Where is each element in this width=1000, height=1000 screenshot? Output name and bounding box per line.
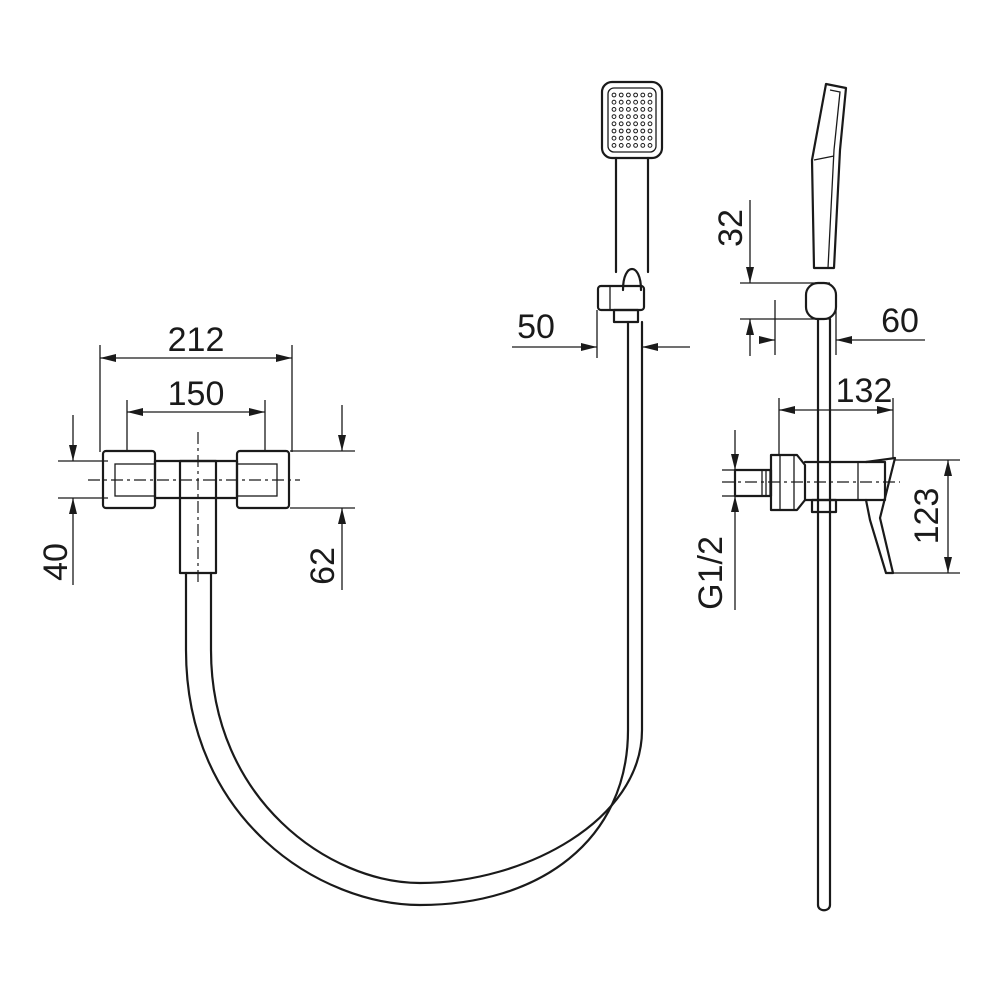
- spray-nozzle: [640, 135, 646, 141]
- dim-height-outlet: 62: [304, 547, 342, 585]
- spray-nozzle: [640, 143, 646, 148]
- dim-mixer-height: 123: [908, 488, 946, 545]
- spray-nozzle: [626, 128, 631, 134]
- dim-holder-height: 32: [712, 209, 750, 247]
- spray-nozzle: [640, 99, 646, 105]
- dimension-lines: [58, 200, 960, 610]
- spray-nozzle: [618, 114, 624, 119]
- handshower-front: [596, 80, 664, 324]
- spray-nozzle: [618, 92, 624, 98]
- spray-nozzle: [640, 128, 646, 134]
- thread-hatch-icon: [761, 470, 771, 496]
- dim-inlet-thread: G1/2: [692, 536, 730, 610]
- spray-nozzle: [647, 135, 653, 141]
- spray-nozzle: [647, 143, 653, 148]
- spray-nozzle: [633, 143, 638, 148]
- spray-nozzle: [640, 121, 646, 127]
- spray-nozzle: [618, 121, 624, 127]
- spray-nozzle: [633, 99, 638, 105]
- spray-nozzle: [647, 121, 653, 127]
- dim-width-overall: 212: [168, 321, 225, 359]
- spray-nozzle: [633, 128, 638, 134]
- spray-nozzle: [611, 107, 617, 112]
- spray-nozzle: [626, 107, 631, 112]
- mixer-front-view: [88, 432, 300, 585]
- spray-nozzle: [626, 135, 631, 141]
- spray-nozzle: [647, 114, 653, 119]
- spray-nozzle: [647, 128, 653, 134]
- spray-nozzle: [618, 99, 624, 105]
- spray-nozzle: [611, 114, 617, 119]
- spray-nozzle: [626, 143, 631, 148]
- spray-nozzle: [611, 135, 617, 141]
- spray-nozzle: [611, 99, 617, 105]
- side-view: [722, 82, 900, 912]
- spray-nozzle: [618, 128, 624, 134]
- spray-nozzle: [626, 99, 631, 105]
- spray-nozzle: [633, 107, 638, 112]
- spray-nozzle: [611, 121, 617, 127]
- dim-width-centers: 150: [168, 375, 225, 413]
- spray-nozzle: [626, 121, 631, 127]
- spray-nozzle: [640, 114, 646, 119]
- spray-nozzle: [647, 107, 653, 112]
- shower-hose-inner: [209, 320, 644, 885]
- spray-nozzle: [626, 114, 631, 119]
- spray-nozzle: [633, 114, 638, 119]
- dim-height-body: 40: [37, 543, 75, 581]
- spray-nozzle: [611, 92, 617, 98]
- spray-nozzle: [611, 143, 617, 148]
- dim-holder-depth: 60: [881, 302, 919, 340]
- spray-nozzle: [633, 121, 638, 127]
- spray-nozzle: [647, 99, 653, 105]
- spray-nozzle: [618, 107, 624, 112]
- spray-nozzle: [633, 92, 638, 98]
- spray-nozzle: [640, 107, 646, 112]
- dim-handshower-width: 50: [517, 308, 555, 346]
- spray-nozzle: [640, 92, 646, 98]
- spray-nozzle: [618, 135, 624, 141]
- spray-nozzle: [626, 92, 631, 98]
- shower-hose: [184, 320, 630, 907]
- spray-nozzle: [647, 92, 653, 98]
- spray-nozzle: [633, 135, 638, 141]
- dim-projection: 132: [836, 372, 893, 410]
- spray-nozzle: [611, 128, 617, 134]
- spray-nozzle: [618, 143, 624, 148]
